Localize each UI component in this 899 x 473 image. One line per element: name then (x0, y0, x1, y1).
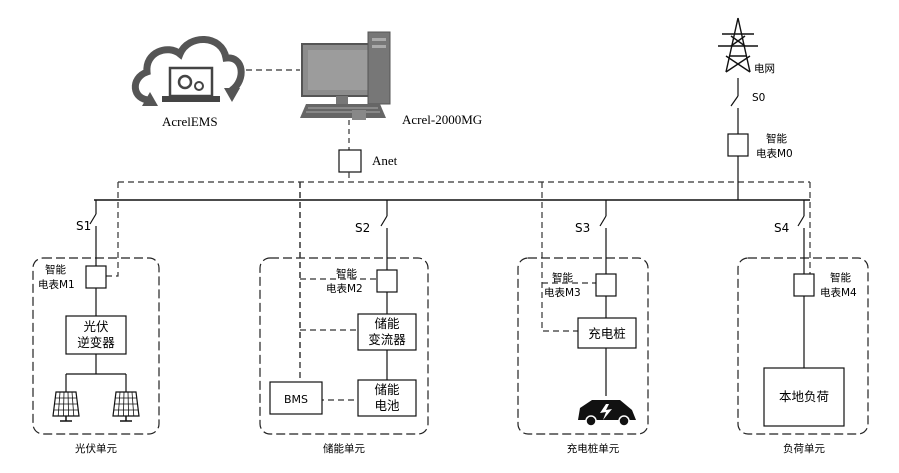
pv-inverter-label-2: 逆变器 (77, 335, 115, 350)
bms-label: BMS (284, 393, 308, 406)
communication-bus (106, 172, 814, 401)
meter-m3-label-2: 电表M3 (544, 286, 581, 299)
meter-m3-label-1: 智能 (552, 271, 573, 284)
meter-m4-label-2: 电表M4 (820, 286, 857, 299)
switch-s3 (599, 215, 607, 227)
meter-m2 (376, 269, 398, 293)
switch-s1 (89, 213, 97, 225)
switch-s2 (380, 215, 388, 227)
electric-car-icon (578, 400, 636, 427)
meter-m1 (85, 265, 107, 289)
solar-panel-icon (112, 391, 140, 422)
local-load-label: 本地负荷 (779, 389, 829, 404)
storage-unit (259, 182, 429, 435)
power-tower-icon (718, 17, 758, 73)
pv-unit (32, 200, 160, 435)
meter-m0-label-2: 电表M0 (756, 147, 793, 160)
server-label: Acrel-2000MG (402, 112, 482, 127)
switch-s0-label: S0 (752, 92, 765, 104)
charger-box (577, 317, 637, 349)
gateway-label: Anet (372, 153, 398, 168)
charging-unit (517, 200, 649, 435)
pv-inverter-box (65, 315, 127, 355)
switch-s4-label: S4 (774, 221, 789, 235)
load-unit (737, 200, 869, 435)
battery-label-1: 储能 (374, 382, 400, 397)
meter-m4-label-1: 智能 (830, 271, 851, 284)
pv-inverter-label-1: 光伏 (83, 319, 109, 334)
load-unit-label: 负荷单元 (783, 442, 825, 455)
switch-s0 (730, 95, 739, 107)
meter-m2-label-2: 电表M2 (326, 282, 363, 295)
charging-unit-label: 充电桩单元 (567, 442, 620, 455)
pcs-label-2: 变流器 (368, 332, 406, 347)
battery-label-2: 电池 (374, 398, 400, 413)
storage-unit-label: 储能单元 (323, 442, 365, 455)
grid-label: 电网 (754, 62, 775, 75)
gateway-box (338, 149, 362, 173)
meter-m1-label-2: 电表M1 (38, 278, 75, 291)
meter-m4 (793, 273, 815, 297)
switch-s4 (797, 215, 805, 227)
battery-box (357, 379, 417, 417)
meter-m1-label-1: 智能 (45, 263, 66, 276)
pv-unit-label: 光伏单元 (75, 442, 117, 455)
meter-m3 (595, 273, 617, 297)
bms-box (269, 381, 323, 415)
switch-s3-label: S3 (575, 221, 590, 235)
meter-m0 (727, 133, 749, 157)
charger-label: 充电桩 (588, 326, 626, 341)
cloud-icon (131, 36, 245, 106)
desktop-computer-icon (300, 31, 391, 120)
ems-label: AcrelEMS (162, 114, 218, 129)
switch-s2-label: S2 (355, 221, 370, 235)
meter-m0-label-1: 智能 (766, 132, 787, 145)
solar-panel-icon (52, 391, 80, 422)
pcs-label-1: 储能 (374, 316, 400, 331)
local-load-box (763, 367, 845, 427)
meter-m2-label-1: 智能 (336, 267, 357, 280)
switch-s1-label: S1 (76, 219, 91, 233)
